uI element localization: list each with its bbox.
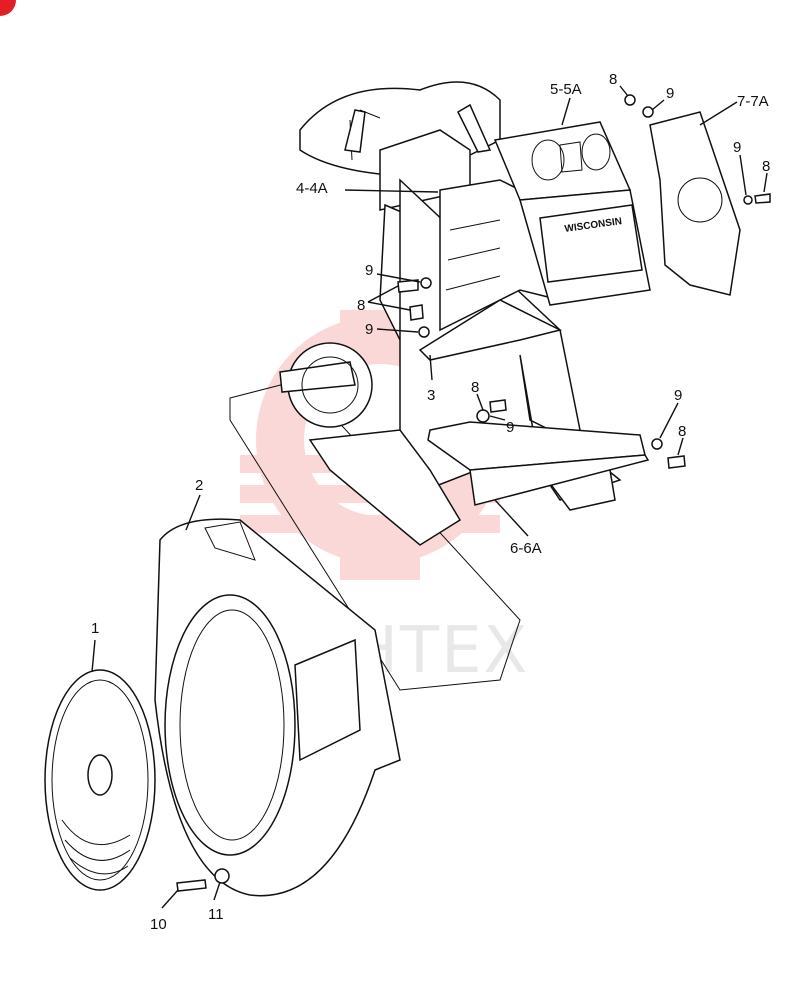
callout-2: 2 [195, 477, 203, 494]
callout-8-left: 8 [357, 297, 365, 314]
callout-4-4a: 4-4A [296, 180, 328, 197]
callout-10: 10 [150, 916, 167, 933]
leader-lines [91, 85, 768, 909]
callout-11: 11 [208, 906, 224, 923]
callout-5-5a: 5-5A [550, 81, 582, 98]
blower-housing [154, 518, 401, 897]
side-deflector [649, 111, 741, 296]
callout-9-left-lower: 9 [365, 321, 373, 338]
callout-6-6a: 6-6A [510, 540, 542, 557]
lower-shield [427, 421, 650, 506]
fasteners [176, 94, 771, 892]
callout-7-7a: 7-7A [737, 93, 769, 110]
callout-8-lower-right: 8 [678, 423, 686, 440]
cylinder-head-cover [493, 121, 651, 306]
callout-9-top: 9 [666, 85, 674, 102]
callout-8-right: 8 [762, 158, 770, 175]
blower-screen [44, 669, 156, 891]
callout-9-center: 9 [506, 419, 514, 436]
callout-9-right: 9 [733, 139, 741, 156]
callout-8-center: 8 [471, 379, 479, 396]
callout-1: 1 [91, 620, 99, 637]
callout-9-left-upper: 9 [365, 262, 373, 279]
callout-3: 3 [427, 387, 435, 404]
corner-badge [0, 0, 16, 16]
callout-9-lower-right: 9 [674, 387, 682, 404]
callout-8-top: 8 [609, 71, 617, 88]
